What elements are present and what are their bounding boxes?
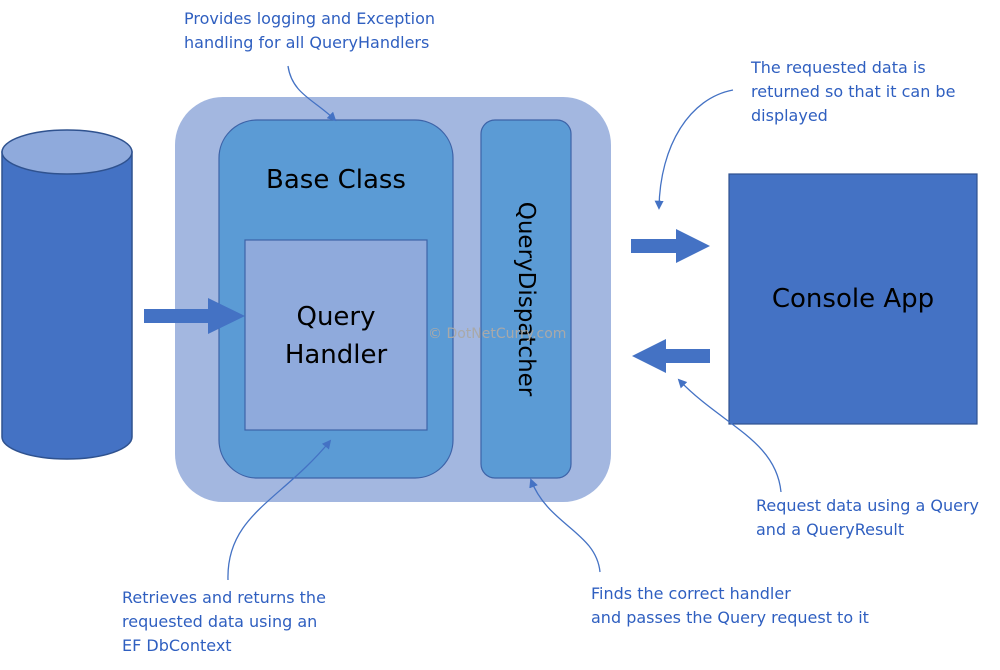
returned-annotation-line2: returned so that it can be	[751, 82, 956, 101]
retrieves-annotation-line1: Retrieves and returns the	[122, 588, 326, 607]
request-annotation: Request data using a Query and a QueryRe…	[756, 494, 979, 542]
dispatcher-annotation-line1: Finds the correct handler	[591, 584, 791, 603]
dispatcher-to-console-arrow	[631, 229, 710, 263]
dispatcher-annotation-line2: and passes the Query request to it	[591, 608, 869, 627]
returned-callout-curve	[654, 89, 734, 210]
db-to-handler-arrow	[144, 298, 245, 334]
logging-callout-curve	[287, 65, 337, 122]
request-annotation-line1: Request data using a Query	[756, 496, 980, 515]
console-app-label: Console App	[771, 284, 935, 314]
console-app-box	[728, 173, 978, 425]
logging-annotation: Provides logging and Exception handling …	[184, 7, 435, 55]
logging-annotation-line2: handling for all QueryHandlers	[184, 33, 430, 52]
query-handler-label-line1: Query	[296, 302, 376, 332]
query-dispatcher-box	[480, 119, 572, 479]
database-cylinder	[1, 129, 133, 460]
returned-annotation-line1: The requested data is	[751, 58, 926, 77]
query-handler-label-line2: Handler	[284, 340, 388, 370]
request-annotation-line2: and a QueryResult	[756, 520, 905, 539]
base-class-label: Base Class	[266, 165, 406, 195]
returned-annotation-line3: displayed	[751, 106, 828, 125]
request-callout-curve	[677, 378, 782, 493]
logging-annotation-line1: Provides logging and Exception	[184, 9, 436, 28]
console-to-dispatcher-arrow	[632, 339, 710, 373]
retrieves-annotation-line3: EF DbContext	[122, 636, 232, 655]
returned-annotation: The requested data is returned so that i…	[751, 56, 955, 128]
retrieves-annotation-line2: requested data using an	[122, 612, 318, 631]
retrieves-annotation: Retrieves and returns the requested data…	[122, 586, 326, 658]
query-handler-label: Query Handler	[245, 298, 427, 374]
retrieves-callout-curve	[227, 439, 332, 581]
query-dispatcher-label: QueryDispatcher	[513, 201, 539, 397]
watermark: © DotNetCurry.com	[428, 326, 567, 342]
query-handler-box	[244, 239, 428, 431]
dispatcher-annotation: Finds the correct handler and passes the…	[591, 582, 869, 630]
dispatcher-callout-curve	[529, 478, 601, 573]
